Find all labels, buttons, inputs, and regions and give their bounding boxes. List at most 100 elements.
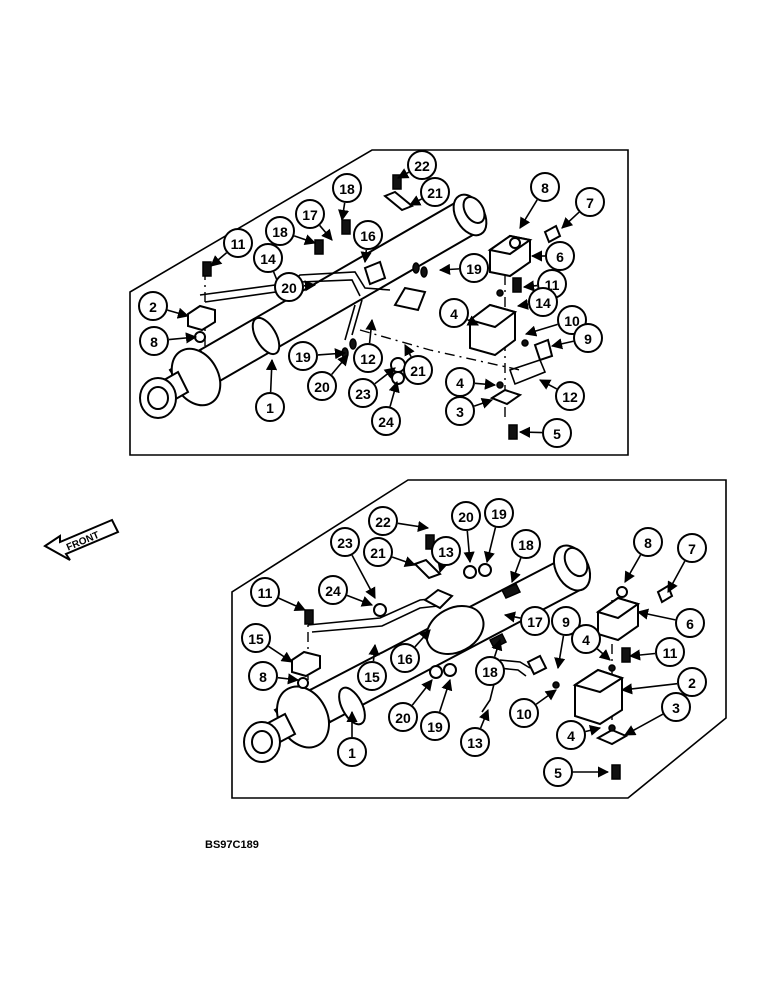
upper-leader-line: [168, 332, 198, 344]
lower-callout-10: 10: [509, 689, 557, 728]
lower-callout-number: 9: [562, 614, 570, 630]
upper-callout-circle: [371, 406, 401, 436]
lower-callout-11: 11: [628, 637, 685, 667]
upper-callout-number: 19: [295, 349, 311, 365]
lower-callout-circle: [484, 498, 514, 528]
upper-callout-number: 20: [281, 280, 297, 296]
upper-callout-20: 20: [307, 354, 349, 401]
lower-callout-circle: [250, 577, 280, 607]
upper-callout-number: 4: [450, 306, 458, 322]
upper-callout-circle: [138, 291, 168, 321]
lower-leader-line: [479, 708, 490, 729]
upper-callout-circle: [403, 355, 433, 385]
upper-callout-number: 20: [314, 379, 330, 395]
upper-callout-24: 24: [371, 380, 401, 436]
upper-leader-line: [374, 367, 396, 385]
upper-callout-23: 23: [348, 367, 396, 408]
upper-leader-line: [388, 380, 400, 407]
lower-callout-circle: [675, 608, 705, 638]
lower-callout-number: 13: [467, 735, 483, 751]
lower-callout-3: 3: [624, 692, 691, 736]
upper-callout-number: 12: [360, 351, 376, 367]
lower-leader-line: [391, 556, 417, 567]
lower-leader-line: [351, 554, 376, 599]
lower-callout-19: 19: [420, 678, 453, 741]
upper-callout-number: 7: [586, 195, 594, 211]
lower-leader-line: [483, 527, 497, 564]
lower-callout-circle: [368, 506, 398, 536]
lower-callout-circle: [363, 537, 393, 567]
lower-callout-13: 13: [460, 708, 490, 757]
upper-leader-line: [516, 298, 529, 310]
upper-assembly-panel: [129, 149, 629, 456]
upper-leader-line: [317, 348, 347, 360]
upper-leader-line: [210, 252, 228, 267]
lower-callout-circle: [388, 702, 418, 732]
upper-leader-line: [473, 397, 494, 409]
lower-callout-15: 15: [357, 643, 387, 691]
upper-callout-18: 18: [332, 173, 362, 222]
lower-leader-line: [503, 611, 521, 623]
lower-leader-line: [368, 643, 380, 662]
upper-callout-circle: [353, 343, 383, 373]
upper-leader-line: [550, 338, 574, 350]
lower-callout-4: 4: [556, 720, 602, 750]
upper-leader-line: [438, 263, 460, 275]
upper-callout-circle: [253, 243, 283, 273]
lower-leader-line: [636, 608, 676, 621]
lower-leader-line: [620, 682, 678, 695]
upper-leader-line: [519, 199, 538, 229]
upper-callout-number: 4: [456, 375, 464, 391]
lower-callout-number: 6: [686, 616, 694, 632]
lower-callout-11: 11: [250, 577, 307, 611]
lower-callout-circle: [460, 727, 490, 757]
upper-callout-17: 17: [295, 199, 333, 241]
lower-callout-6: 6: [636, 608, 705, 638]
upper-leader-line: [265, 358, 278, 393]
upper-leader-line: [466, 315, 480, 326]
lower-callout-8: 8: [624, 527, 663, 583]
lower-callout-circle: [357, 661, 387, 691]
lower-callout-circle: [571, 624, 601, 654]
lower-callout-21: 21: [363, 537, 417, 567]
lower-callout-circle: [520, 606, 550, 636]
upper-leader-line: [539, 379, 558, 390]
upper-callout-7: 7: [561, 187, 605, 229]
lower-callout-1: 1: [337, 710, 367, 767]
upper-callout-number: 23: [355, 386, 371, 402]
lower-callout-24: 24: [318, 575, 374, 607]
upper-callout-number: 1: [266, 400, 274, 416]
upper-leader-line: [474, 378, 497, 390]
lower-leader-line: [268, 645, 293, 663]
upper-callout-circle: [265, 216, 295, 246]
upper-callout-number: 3: [456, 404, 464, 420]
upper-callout-number: 10: [564, 313, 580, 329]
drawing-code: BS97C189: [205, 839, 259, 851]
lower-callout-number: 19: [427, 719, 443, 735]
lower-callout-circle: [390, 643, 420, 673]
upper-callout-circle: [332, 173, 362, 203]
lower-callout-circle: [431, 536, 461, 566]
lower-leader-line: [624, 713, 664, 736]
lower-callout-circle: [420, 711, 450, 741]
lower-leader-line: [554, 635, 566, 670]
upper-callout-1: 1: [255, 358, 285, 422]
lower-leader-line: [667, 560, 686, 593]
upper-callout-circle: [573, 323, 603, 353]
upper-callout-5: 5: [518, 418, 572, 448]
upper-callout-number: 14: [260, 251, 276, 267]
upper-callout-number: 14: [535, 295, 551, 311]
lower-leader-line: [624, 554, 642, 583]
lower-callout-number: 15: [248, 631, 264, 647]
upper-callout-number: 16: [360, 228, 376, 244]
lower-callout-number: 3: [672, 700, 680, 716]
lower-leader-line: [463, 530, 475, 564]
lower-callout-number: 16: [397, 651, 413, 667]
upper-callout-number: 12: [562, 389, 578, 405]
upper-callout-21: 21: [403, 344, 433, 385]
upper-callout-11: 11: [210, 228, 253, 267]
upper-leader-line: [522, 280, 538, 292]
lower-callout-circle: [241, 623, 271, 653]
front-direction-arrow: FRONT: [43, 518, 120, 561]
